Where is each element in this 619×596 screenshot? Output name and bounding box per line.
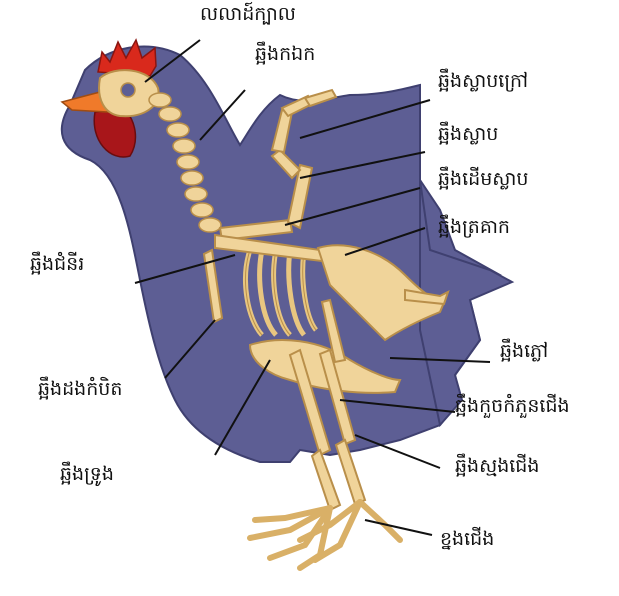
label-thigh-bone: ឆ្អឹងភ្លៅ [500,342,548,361]
label-skull: លលាដ៍ក្បាល [200,5,296,24]
label-toes: ខ្នងជើង [440,530,494,549]
label-neck-bone: ឆ្អឹងកឯក [255,45,315,64]
label-knee-bone: ឆ្អឹងកួចកំភួនជើង [455,397,570,416]
label-rib-bone: ឆ្អឹងជំនីរ [30,255,84,274]
label-wing-base-bone: ឆ្អឹងដើមស្លាប [438,170,528,189]
label-breast-bone: ឆ្អឹងទ្រូង [60,465,114,484]
eye-socket [121,83,135,97]
label-pelvis-bone: ឆ្អឹងត្រគាក [438,218,510,237]
label-shin-bone: ឆ្អឹងស្មងជើង [455,457,539,476]
label-collar-bone: ឆ្អឹងដងកំបិត [38,380,122,399]
label-wing-bone: ឆ្អឹងស្លាប [438,125,498,144]
leader-toes [365,520,432,535]
label-outer-wing-bone: ឆ្អឹងស្លាបក្រៅ [438,72,528,91]
feet [250,502,400,568]
